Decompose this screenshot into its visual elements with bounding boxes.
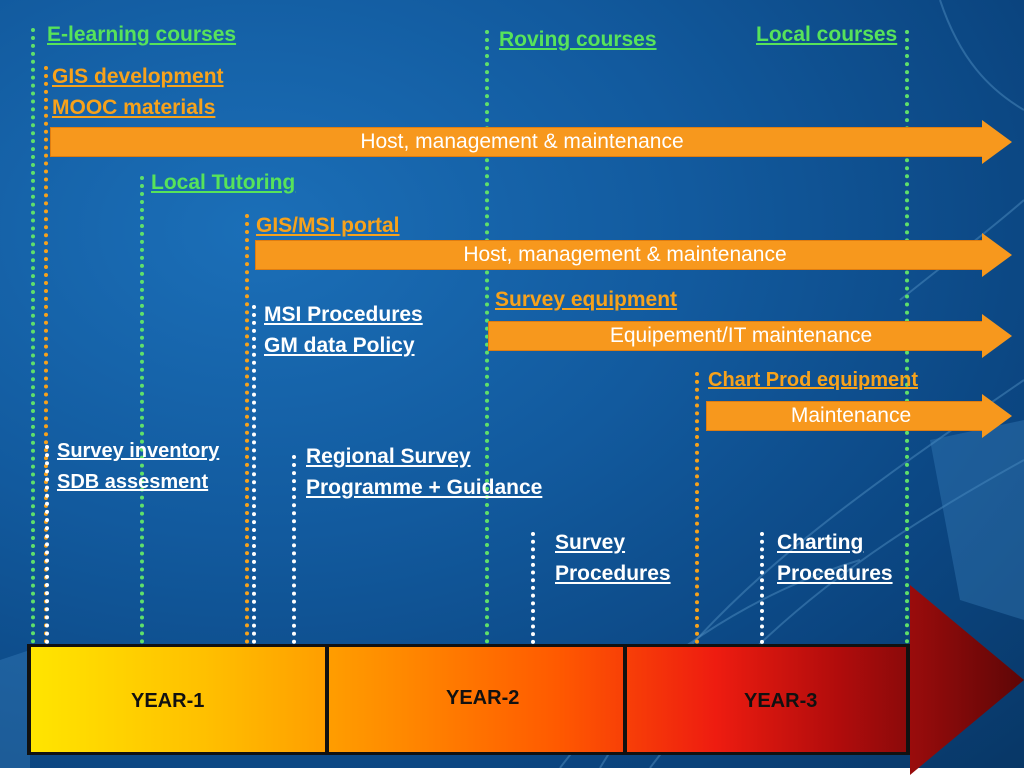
msi-procedures-line [252,305,256,644]
arrow-1-text: Host, management & maintenance [360,130,684,153]
timeline-divider-2 [325,644,329,755]
survey-procedures-label-2[interactable]: Procedures [555,562,671,585]
survey-procedures-line [531,532,535,644]
charting-procedures-line [760,532,764,644]
survey-equipment-label[interactable]: Survey equipment [495,288,678,311]
charting-procedures-label-1[interactable]: Charting [777,531,864,554]
gis-msi-line [245,214,249,644]
timeline-bar [27,644,910,755]
year-3-label: YEAR-3 [744,690,818,712]
year-1-label: YEAR-1 [131,690,205,712]
local-tutoring-line [140,176,144,644]
mooc-label[interactable]: MOOC materials [52,96,216,119]
roving-line [485,30,489,644]
host-maintenance-arrow-1: Host, management & maintenance [50,120,1012,164]
local-tutoring-label[interactable]: Local Tutoring [151,171,296,194]
gis-msi-label[interactable]: GIS/MSI portal [256,214,400,237]
gis-dev-line [44,66,48,644]
msi-procedures-label[interactable]: MSI Procedures [264,303,423,326]
survey-procedures-label-1[interactable]: Survey [555,531,626,554]
maintenance-arrow: Maintenance [706,394,1012,438]
sdb-label[interactable]: SDB assesment [57,471,209,493]
survey-inventory-line [45,445,49,644]
charting-procedures-label-2[interactable]: Procedures [777,562,893,585]
timeline-divider-1 [27,644,31,755]
chart-prod-line [695,372,699,644]
year-2-label: YEAR-2 [446,687,520,709]
regional-survey-line [292,455,296,644]
chart-prod-label[interactable]: Chart Prod equipment [708,369,919,391]
regional-programme-label[interactable]: Programme + Guidance [306,476,543,499]
regional-survey-label[interactable]: Regional Survey [306,445,471,468]
arrow-2-text: Host, management & maintenance [463,243,787,266]
arrow-3-text: Equipement/IT maintenance [609,324,873,347]
elearning-label[interactable]: E-learning courses [47,23,237,46]
roving-label[interactable]: Roving courses [499,28,657,51]
local-courses-label[interactable]: Local courses [756,23,898,46]
timeline-divider-4 [906,644,910,755]
equipment-maintenance-arrow: Equipement/IT maintenance [488,314,1012,358]
timeline-arrowhead [910,585,1024,775]
host-maintenance-arrow-2: Host, management & maintenance [255,233,1012,277]
elearning-line [31,28,35,644]
gm-policy-label[interactable]: GM data Policy [264,334,415,357]
gis-dev-label[interactable]: GIS development [52,65,224,88]
arrow-4-text: Maintenance [790,404,912,427]
survey-inventory-label[interactable]: Survey inventory [57,440,220,462]
timeline-divider-3 [623,644,627,755]
